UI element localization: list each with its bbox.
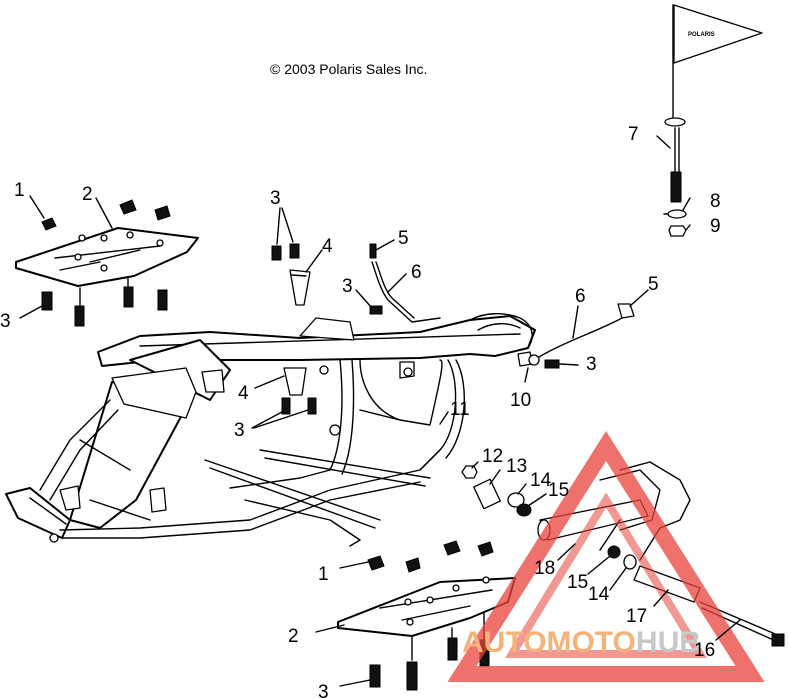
callout-12: 6 <box>575 286 586 307</box>
brace-rod <box>369 243 441 323</box>
callout-21: 14 <box>530 470 552 491</box>
bracket-upper <box>289 269 311 306</box>
callout-10: 8 <box>710 191 721 212</box>
main-frame <box>5 313 536 547</box>
skid-plate-upper <box>15 227 199 306</box>
callout-13: 5 <box>648 274 659 295</box>
bracket-bolts <box>271 243 317 415</box>
watermark-text-b: HUB <box>636 626 701 659</box>
callout-22: 15 <box>548 480 569 501</box>
callout-16: 4 <box>238 383 249 404</box>
callout-14: 3 <box>586 354 597 375</box>
callout-23: 18 <box>534 558 555 579</box>
callout-28: 1 <box>318 564 329 585</box>
callout-1: 1 <box>14 180 25 201</box>
callout-8: 6 <box>411 262 422 283</box>
callout-26: 17 <box>626 606 647 627</box>
bushing-15-lower <box>607 545 621 559</box>
callout-4: 3 <box>270 188 281 209</box>
watermark-text: AUTOMOTOHUB <box>462 626 701 659</box>
callout-15: 10 <box>510 390 531 411</box>
bushing-13 <box>473 478 501 510</box>
whip-flag: POLARIS <box>664 4 763 203</box>
callout-20: 13 <box>506 456 527 477</box>
flag-text: POLARIS <box>688 32 715 38</box>
nut-12 <box>461 465 478 479</box>
callout-2: 2 <box>82 184 93 205</box>
cable <box>517 303 635 369</box>
callout-7: 3 <box>342 276 353 297</box>
callout-labels: 1 2 3 3 4 5 3 6 7 8 9 6 5 3 10 4 3 11 12… <box>0 124 721 699</box>
washers-upper <box>41 199 171 231</box>
whip-nut <box>668 225 687 237</box>
callout-9: 7 <box>628 124 639 145</box>
watermark-text-a: AUTOMOTO <box>462 626 636 659</box>
callout-11: 9 <box>710 216 721 237</box>
callout-29: 2 <box>288 626 299 647</box>
bracket-lower <box>283 367 307 396</box>
callout-27: 16 <box>694 640 715 661</box>
washers-lower <box>367 540 494 573</box>
callout-3: 3 <box>0 311 11 332</box>
callout-6: 5 <box>398 228 409 249</box>
callout-17: 3 <box>234 420 245 441</box>
bushing-15 <box>516 503 532 517</box>
callout-25: 14 <box>588 584 610 605</box>
leader-lines <box>19 135 741 687</box>
callout-19: 12 <box>482 446 503 467</box>
skid-plate-lower <box>337 576 516 661</box>
callout-18: 11 <box>450 399 470 420</box>
bolts-upper <box>41 286 168 327</box>
watermark-logo <box>447 431 765 682</box>
washer-14 <box>507 492 525 508</box>
callout-5: 4 <box>322 236 333 257</box>
callout-30: 3 <box>318 682 329 699</box>
whip-washer <box>667 209 687 219</box>
copyright-text: © 2003 Polaris Sales Inc. <box>270 61 427 77</box>
callout-24: 15 <box>567 572 588 593</box>
washer-14-lower <box>623 554 637 570</box>
